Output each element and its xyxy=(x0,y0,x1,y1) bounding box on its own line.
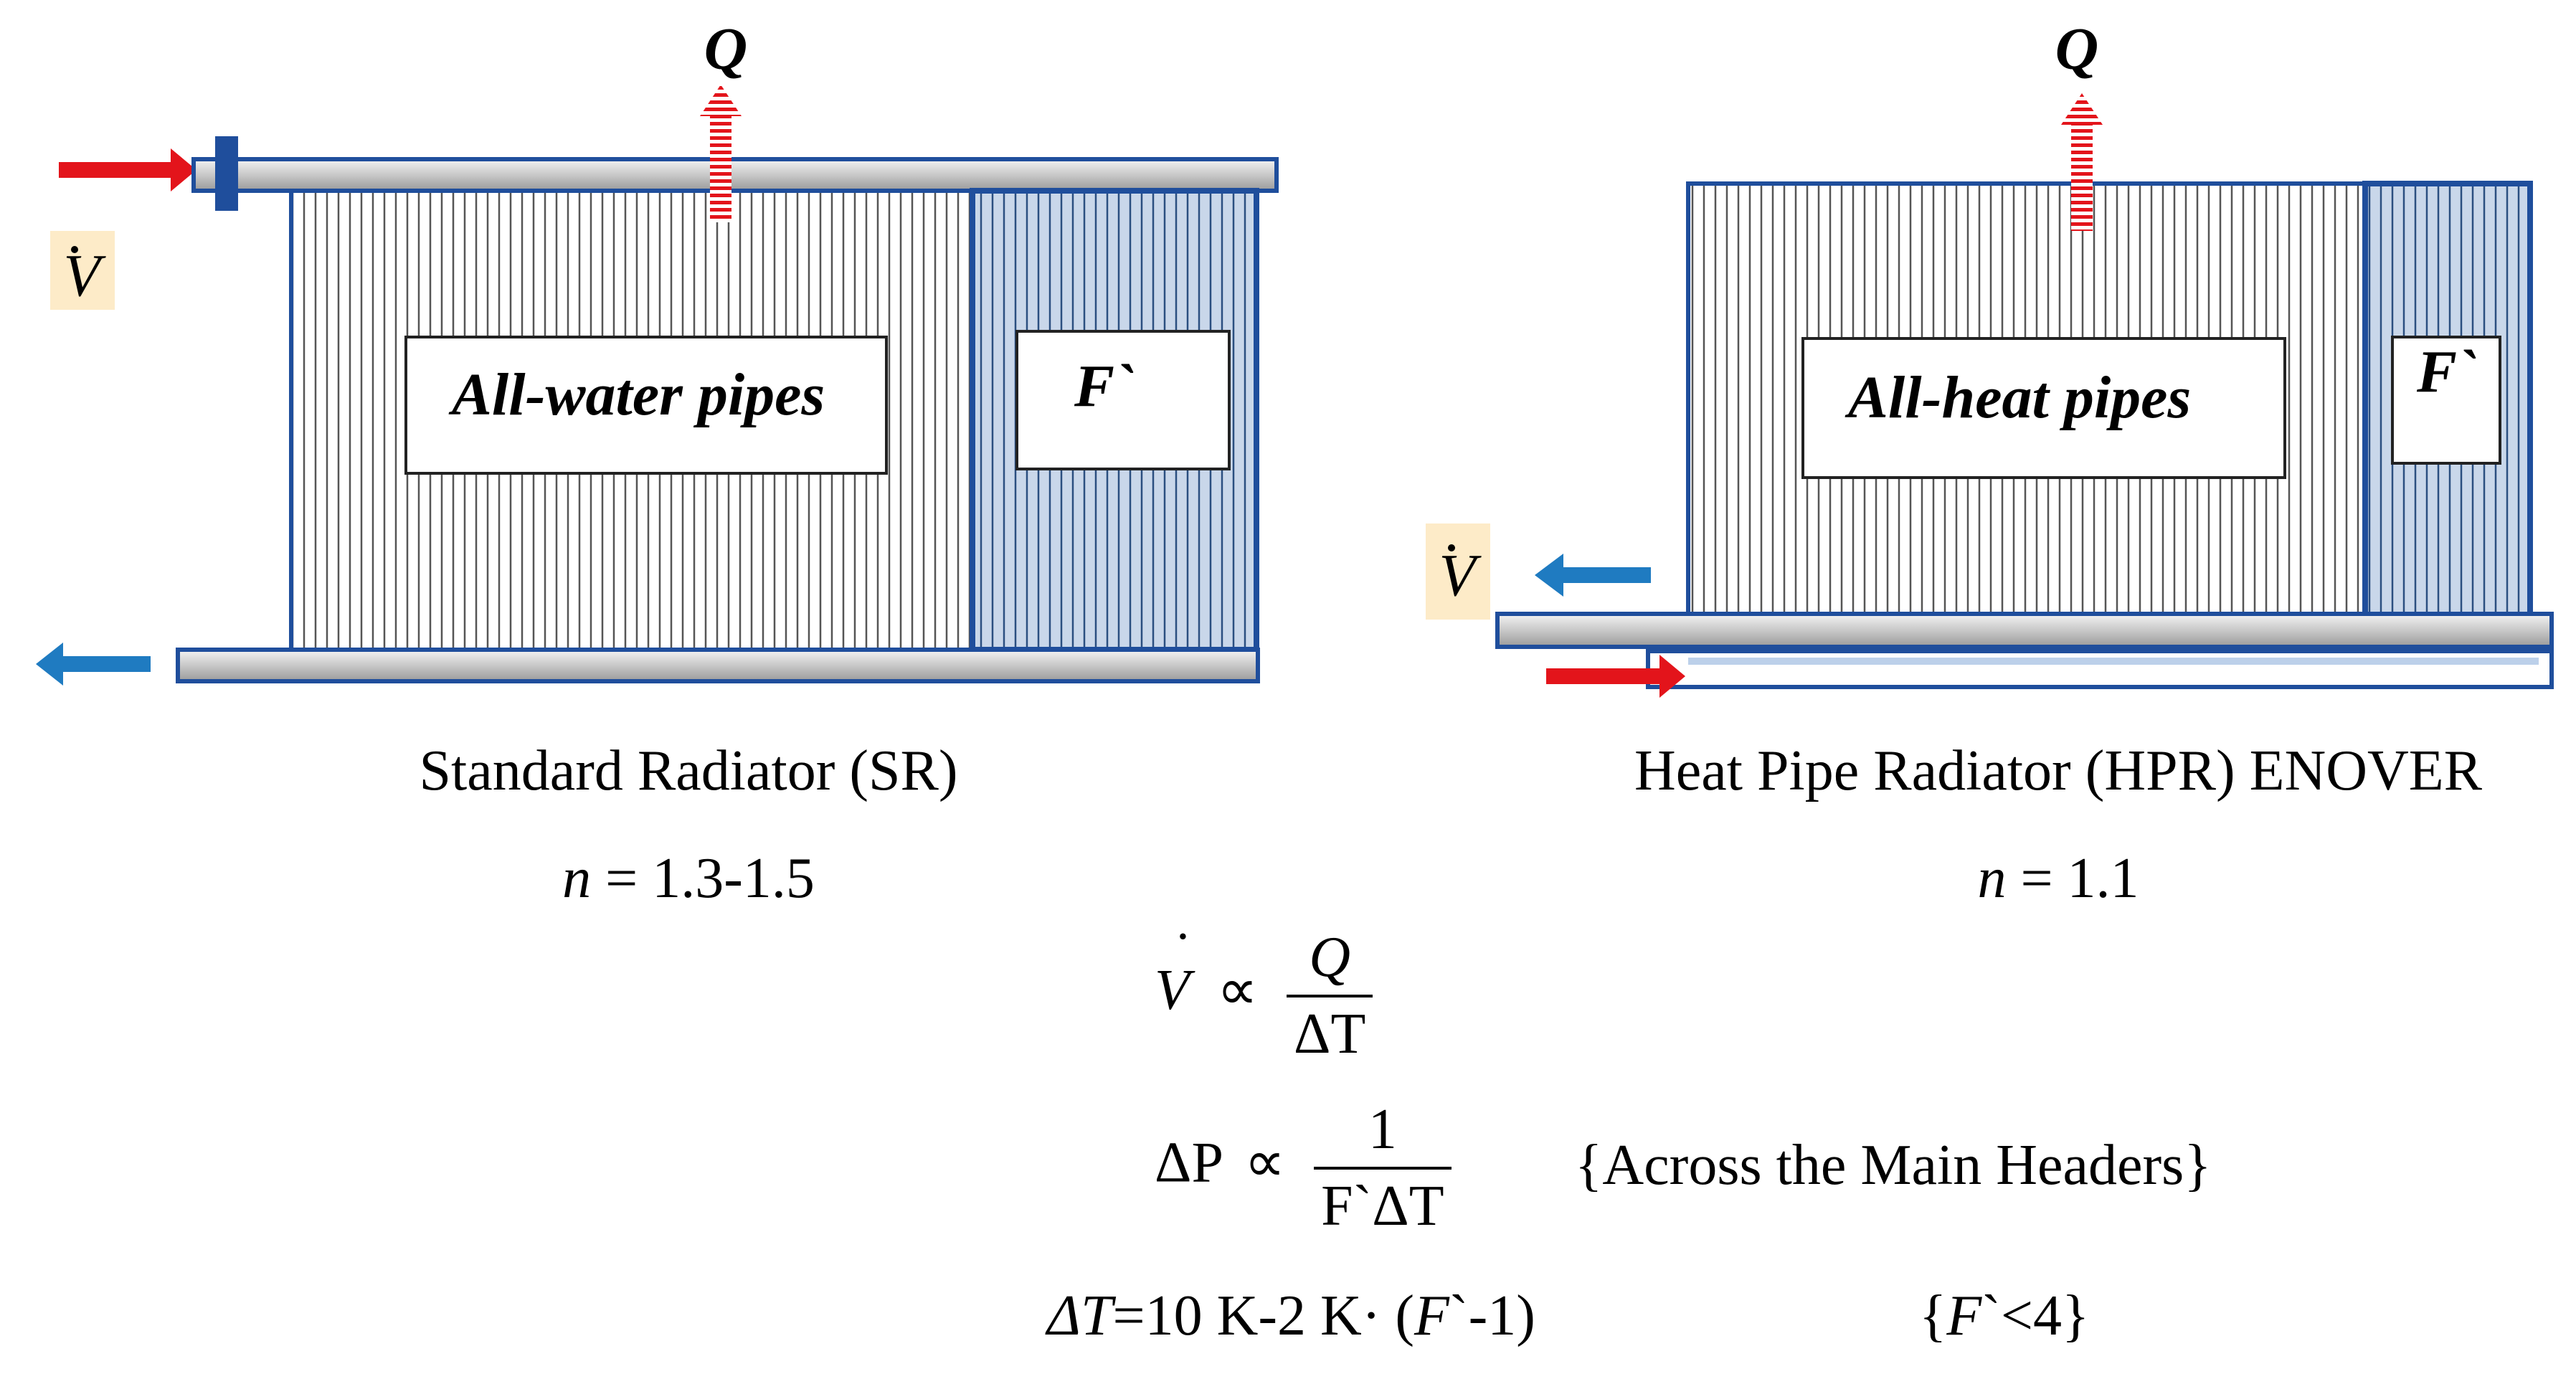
return-arrow-sr xyxy=(36,643,151,686)
flow-dot-sr xyxy=(71,246,78,253)
formula-delta-t-tail: `-1) xyxy=(1449,1284,1535,1347)
flow-label-bg-sr xyxy=(50,231,115,310)
formula-flow: V ∝ Q ΔT xyxy=(1155,921,1373,1067)
formula-pressure-num: 1 xyxy=(1314,1097,1452,1170)
formula-flow-den: ΔT xyxy=(1294,1003,1366,1066)
formula-pressure-den: F`ΔT xyxy=(1321,1175,1444,1238)
flow-symbol-hpr: V xyxy=(1439,542,1482,609)
flow-dot-hpr xyxy=(1448,544,1455,551)
heat-pipe-radiator xyxy=(1426,93,2554,698)
formula-delta-t-note: {F`<4} xyxy=(1919,1284,2089,1349)
flow-symbol-sr: V xyxy=(63,242,106,309)
main-label-box-hpr xyxy=(1801,337,2286,479)
formula-pressure-note-text: {Across the Main Headers} xyxy=(1575,1134,2212,1197)
n-number-sr: = 1.3-1.5 xyxy=(605,847,815,910)
main-label-hpr: All-heat pipes xyxy=(1845,364,2191,431)
formula-flow-num: Q xyxy=(1287,925,1373,997)
top-header-pipe-sr xyxy=(191,157,1279,193)
formula-flow-fraction: Q ΔT xyxy=(1287,925,1373,1067)
side-label-sr: F` xyxy=(1074,353,1135,420)
formula-delta-t-f: F xyxy=(1414,1284,1449,1347)
formula-delta-t-symbol: ΔT xyxy=(1047,1284,1113,1347)
supply-arrow-sr xyxy=(59,148,196,191)
main-label-box-sr xyxy=(404,336,888,475)
heat-arrow-hpr xyxy=(2061,93,2103,231)
formula-pressure-lhs: ΔP xyxy=(1155,1131,1221,1195)
formula-delta-t-note-open: { xyxy=(1919,1284,1947,1347)
formula-flow-prop: ∝ xyxy=(1216,959,1259,1023)
standard-radiator xyxy=(36,85,1279,686)
inlet-flange-sr xyxy=(215,136,238,211)
n-value-hpr: n = 1.1 xyxy=(1571,846,2546,911)
formula-delta-t-note-f: F xyxy=(1946,1284,1982,1347)
return-arrow-hpr xyxy=(1535,554,1651,597)
supply-header-pipe-hpr xyxy=(1646,649,2554,689)
supply-arrow-hpr xyxy=(1546,655,1685,698)
heat-arrow-sr xyxy=(700,85,742,222)
n-label-hpr: n xyxy=(1977,847,2007,910)
side-label-box-hpr xyxy=(2391,336,2501,465)
formula-pressure-note: {Across the Main Headers} xyxy=(1575,1133,2212,1198)
formula-delta-t-note-tail: `<4} xyxy=(1981,1284,2090,1347)
main-label-sr: All-water pipes xyxy=(448,361,825,428)
caption-hpr-text: Heat Pipe Radiator (HPR) ENOVER xyxy=(1634,739,2483,802)
n-label-sr: n xyxy=(562,847,592,910)
caption-sr-text: Standard Radiator (SR) xyxy=(419,739,958,802)
bottom-header-pipe-sr xyxy=(176,648,1260,683)
n-number-hpr: = 1.1 xyxy=(2020,847,2139,910)
heat-symbol-hpr: Q xyxy=(2055,16,2099,82)
formula-delta-t: ΔT=10 K-2 K· (F`-1) xyxy=(1047,1284,1535,1349)
flow-label-bg-hpr xyxy=(1426,523,1490,620)
formula-flow-lhs: V xyxy=(1155,921,1193,1023)
return-header-pipe-hpr xyxy=(1495,612,2554,649)
n-value-sr: n = 1.3-1.5 xyxy=(359,846,1018,911)
formula-pressure-prop: ∝ xyxy=(1244,1131,1286,1195)
side-label-hpr: F` xyxy=(2416,338,2477,405)
formula-delta-t-expr: =10 K-2 K· ( xyxy=(1112,1284,1415,1347)
heat-symbol-sr: Q xyxy=(704,16,748,82)
caption-sr: Standard Radiator (SR) xyxy=(359,739,1018,804)
formula-pressure: ΔP ∝ 1 F`ΔT xyxy=(1155,1097,1452,1239)
side-label-box-sr xyxy=(1015,330,1231,470)
caption-hpr: Heat Pipe Radiator (HPR) ENOVER xyxy=(1571,739,2546,804)
formula-pressure-fraction: 1 F`ΔT xyxy=(1314,1097,1452,1239)
